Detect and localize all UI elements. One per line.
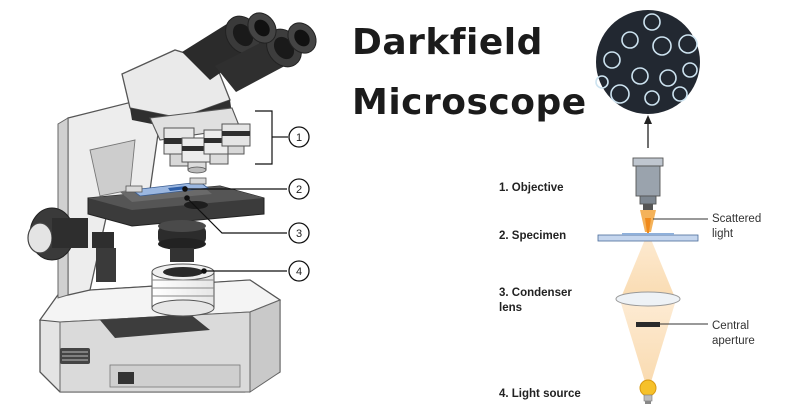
microscope-base — [39, 279, 282, 393]
eyepieces — [182, 12, 317, 92]
step-light-source-label: 4. Light source — [499, 388, 581, 400]
svg-text:4: 4 — [296, 266, 302, 278]
callout-3: 3 — [288, 222, 310, 244]
callout-1: 1 — [288, 126, 310, 148]
callout-2: 2 — [288, 178, 310, 200]
microscope-head — [121, 12, 317, 141]
light-bulb-icon — [639, 379, 657, 404]
darkfield-field-of-view — [595, 10, 700, 114]
callout-lines — [182, 110, 288, 274]
step-condenser-label: 3. Condenser lens — [499, 287, 572, 314]
focus-knobs — [27, 207, 116, 282]
central-aperture-stop — [636, 322, 660, 327]
annotation-leaders — [653, 218, 708, 325]
scattered-light-label: Scattered light — [712, 213, 762, 240]
microscope: 1 2 3 4 — [27, 12, 317, 393]
light-cone — [620, 210, 676, 382]
step-specimen-label: 2. Specimen — [499, 230, 567, 242]
callout-4: 4 — [288, 260, 310, 282]
lamp-housing — [151, 263, 215, 317]
objective-lenses — [163, 123, 251, 174]
condenser-lens-schematic — [615, 291, 681, 307]
objective-schematic — [632, 157, 664, 210]
condenser — [158, 220, 206, 262]
svg-text:2: 2 — [296, 184, 302, 196]
svg-text:3: 3 — [296, 228, 302, 240]
view-arrow — [644, 115, 652, 148]
step-objective-label: 1. Objective — [499, 182, 564, 194]
svg-text:1: 1 — [296, 132, 302, 144]
specimen-slide — [597, 233, 699, 242]
microscope-stage — [87, 177, 265, 227]
specimen-cells — [595, 13, 698, 106]
title-line-2: Microscope — [352, 82, 587, 123]
title-line-1: Darkfield — [352, 22, 543, 63]
central-aperture-label: Central aperture — [712, 320, 755, 347]
